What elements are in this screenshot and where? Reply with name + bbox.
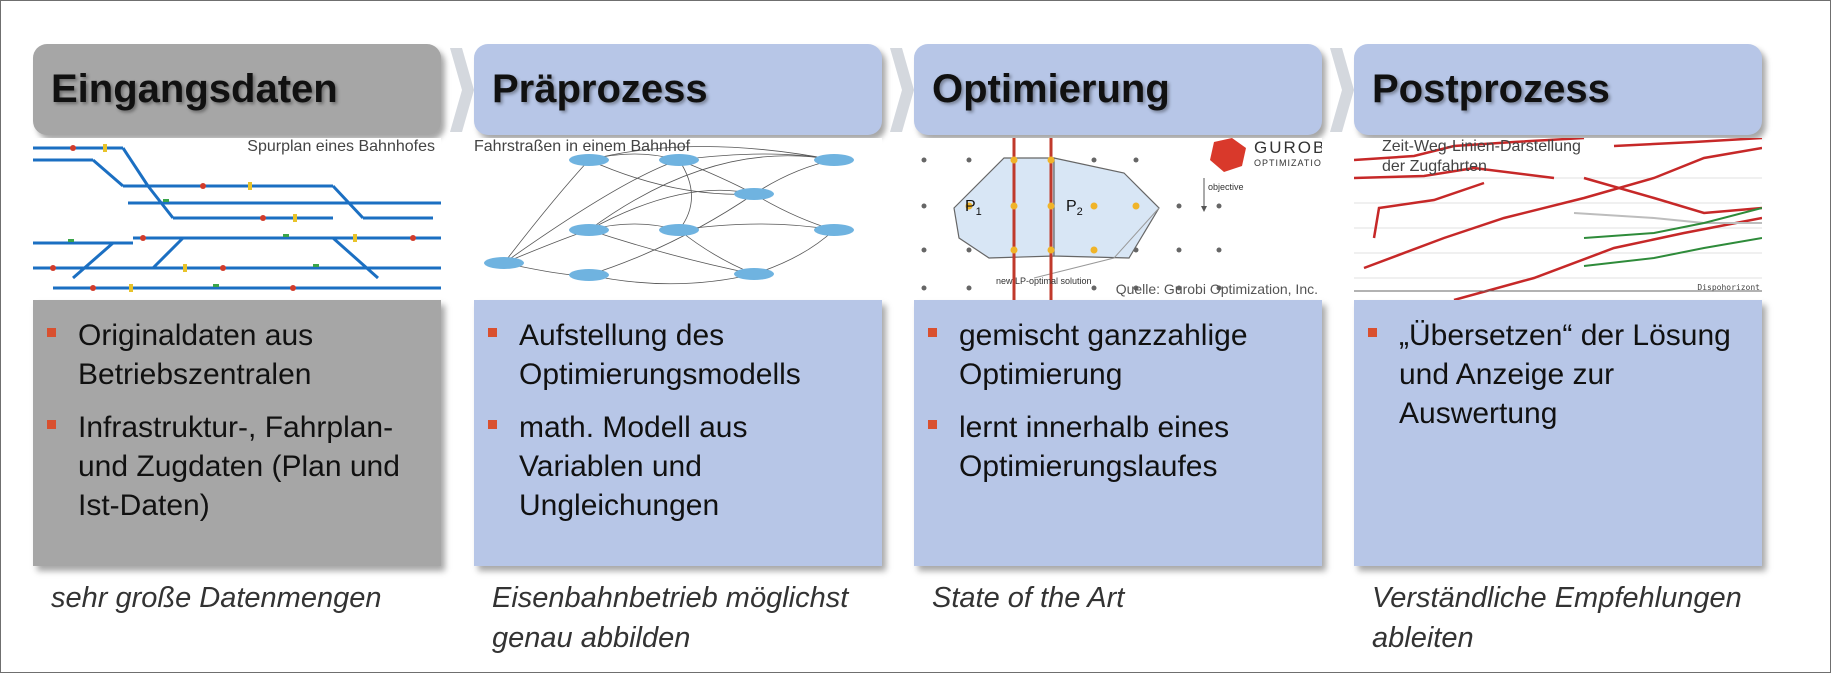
bullet-marker	[47, 328, 56, 337]
chevron-arrow-icon	[890, 48, 914, 132]
footer-eingangsdaten: sehr große Datenmengen	[51, 582, 382, 614]
bullet-marker	[488, 328, 497, 337]
bullet-marker	[1368, 328, 1377, 337]
solution-label: new LP-optimal solution	[996, 276, 1092, 286]
route-graph-image: Fahrstraßen in einem Bahnhof	[474, 138, 882, 300]
polyhedron-image: P1 P2 GUROBI OPTIMIZATION objective new …	[914, 138, 1322, 300]
p1-label: P1	[965, 198, 982, 219]
gurobi-logo-subtext: OPTIMIZATION	[1254, 158, 1322, 168]
body-optimierung: gemischt ganzzahlige Optimierung lernt i…	[914, 300, 1322, 566]
chevron-arrow-icon	[1330, 48, 1354, 132]
source-caption: Quelle: Gurobi Optimization, Inc.	[1115, 281, 1318, 297]
bullet-text: gemischt ganzzahlige Optimierung	[959, 319, 1248, 391]
header-postprozess: Postprozess	[1354, 44, 1762, 135]
bullet-text: math. Modell aus Variablen und Ungleichu…	[519, 411, 748, 522]
column-optimierung: Optimierung	[914, 0, 1322, 673]
bullet-text: „Übersetzen“ der Lösung und Anzeige zur …	[1399, 319, 1731, 430]
track-plan-caption: Spurplan eines Bahnhofes	[247, 138, 435, 155]
bullet-item: Infrastruktur-, Fahrplan- und Zugdaten (…	[47, 408, 427, 525]
bullet-marker	[928, 420, 937, 429]
footer-postprozess: Verständliche Empfehlungen ableiten	[1372, 582, 1742, 654]
route-graph-caption: Fahrstraßen in einem Bahnhof	[474, 138, 691, 155]
header-optimierung: Optimierung	[914, 44, 1322, 135]
bullet-item: math. Modell aus Variablen und Ungleichu…	[488, 408, 868, 525]
bullet-text: Infrastruktur-, Fahrplan- und Zugdaten (…	[78, 411, 400, 522]
bullet-marker	[488, 420, 497, 429]
bullet-text: lernt innerhalb eines Optimierungslaufes	[959, 411, 1230, 483]
header-title: Präprozess	[492, 67, 708, 111]
footer-optimierung: State of the Art	[932, 582, 1125, 614]
chevron-arrow-icon	[450, 48, 474, 132]
header-title: Eingangsdaten	[51, 67, 338, 111]
header-eingangsdaten: Eingangsdaten	[33, 44, 441, 135]
body-praeprozess: Aufstellung des Optimierungsmodells math…	[474, 300, 882, 566]
track-plan-image: Spurplan eines Bahnhofes	[33, 138, 441, 300]
column-praeprozess: Präprozess Fahrstraßen in einem Bahnhof	[474, 0, 882, 673]
p2-label: P2	[1066, 198, 1083, 219]
bullet-item: Originaldaten aus Betriebszentralen	[47, 316, 427, 394]
bullet-item: „Übersetzen“ der Lösung und Anzeige zur …	[1368, 316, 1748, 433]
time-distance-image: Zeit-Weg-Linien-Darstellung der Zugfahrt…	[1354, 138, 1762, 300]
body-eingangsdaten: Originaldaten aus Betriebszentralen Infr…	[33, 300, 441, 566]
footer-praeprozess: Eisenbahnbetrieb möglichst genau abbilde…	[492, 582, 849, 654]
header-title: Optimierung	[932, 67, 1170, 111]
header-title: Postprozess	[1372, 67, 1610, 111]
time-distance-caption-line1: Zeit-Weg-Linien-Darstellung	[1382, 138, 1581, 155]
time-distance-caption-line2: der Zugfahrten	[1382, 158, 1487, 175]
bullet-text: Originaldaten aus Betriebszentralen	[78, 319, 314, 391]
objective-label: objective	[1208, 182, 1244, 192]
gurobi-logo-text: GUROBI	[1254, 138, 1322, 157]
bullet-item: gemischt ganzzahlige Optimierung	[928, 316, 1308, 394]
bullet-marker	[928, 328, 937, 337]
bullet-item: lernt innerhalb eines Optimierungslaufes	[928, 408, 1308, 486]
column-postprozess: Postprozess Zeit	[1354, 0, 1762, 673]
bullet-marker	[47, 420, 56, 429]
body-postprozess: „Übersetzen“ der Lösung und Anzeige zur …	[1354, 300, 1762, 566]
horizon-label: Dispohorizont	[1697, 283, 1760, 292]
bullet-text: Aufstellung des Optimierungsmodells	[519, 319, 801, 391]
header-praeprozess: Präprozess	[474, 44, 882, 135]
bullet-item: Aufstellung des Optimierungsmodells	[488, 316, 868, 394]
column-eingangsdaten: Eingangsdaten	[33, 0, 441, 673]
